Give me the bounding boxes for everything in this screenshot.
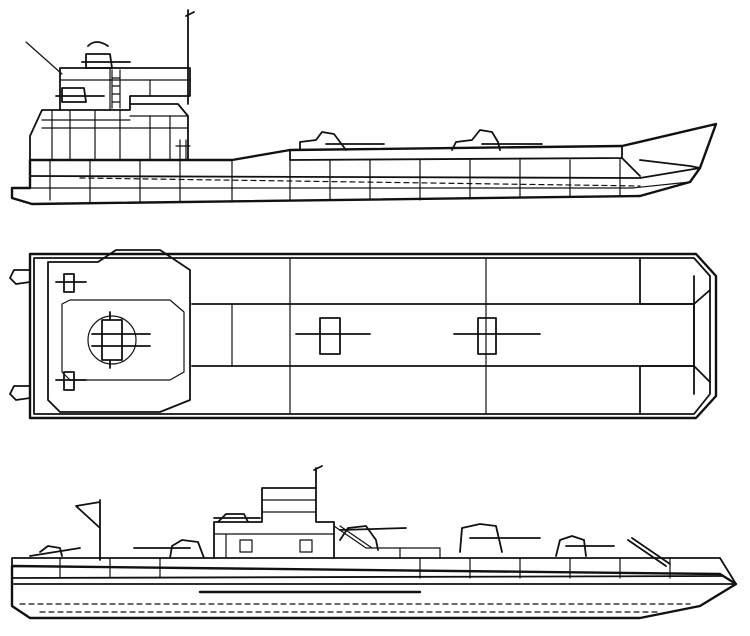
bridge-rails-top xyxy=(51,67,171,161)
stern-projection-upper xyxy=(9,269,31,285)
waterline-top xyxy=(29,181,691,189)
side-elevation-top-view xyxy=(10,9,718,206)
stern-projection-lower xyxy=(9,385,31,401)
deck-gun-fwd-top xyxy=(451,129,543,151)
hull-plan-inner xyxy=(33,257,711,415)
deck-gun-fwd-plan xyxy=(453,317,541,355)
deck-fittings-top xyxy=(175,139,191,161)
deck-line-top xyxy=(29,167,701,179)
hull-plan-outline xyxy=(28,252,718,420)
bow-ramp-top xyxy=(621,157,701,177)
deck-line-bottom xyxy=(11,575,723,579)
bridge-deck-lines-top xyxy=(41,79,191,129)
bulwark-posts-bottom xyxy=(59,557,671,579)
cargo-coaming-top xyxy=(289,145,623,161)
gun-tub-plan xyxy=(87,315,137,365)
plan-frames xyxy=(231,257,487,415)
bow-ramp-arm-bottom xyxy=(627,537,671,567)
superstructure-details-bottom xyxy=(213,499,335,559)
bridge-structure-top xyxy=(29,103,189,161)
superstructure-bottom xyxy=(213,487,335,559)
bridge-gun-upper-top xyxy=(81,41,131,69)
deck-box-bottom xyxy=(399,547,441,559)
bridge-gun-main-plan xyxy=(91,311,151,369)
ladder-top xyxy=(111,69,121,109)
deck-gun-mid-plan xyxy=(295,317,371,355)
bow-ramp-plan xyxy=(639,257,711,415)
antenna-top xyxy=(25,41,63,75)
mast-top xyxy=(185,9,195,105)
flag-mast-bottom xyxy=(75,499,101,561)
keel-dashed-top xyxy=(79,177,641,187)
mast-bottom xyxy=(313,465,323,489)
top-plan-view xyxy=(9,249,718,420)
bulwark-bottom xyxy=(11,557,737,585)
aa-gun-port-plan xyxy=(55,273,87,293)
deck-gun-mid-top xyxy=(299,131,385,151)
deck-gun-mid-bottom xyxy=(339,525,407,551)
stern-gun-bottom xyxy=(29,545,81,557)
deck-gun-fwd-bottom xyxy=(459,523,541,553)
side-elevation-bottom-view xyxy=(10,465,738,620)
deck-gun-aft-bottom xyxy=(133,539,205,559)
hull-frames-top xyxy=(49,157,621,203)
bridge-upper-top xyxy=(59,67,191,111)
bridge-gun-bottom xyxy=(213,513,261,523)
bridge-deck-plan xyxy=(47,249,191,413)
aa-gun-starboard-plan xyxy=(55,371,87,391)
deck-gun-bow-bottom xyxy=(555,535,615,557)
bridge-gun-lower-top xyxy=(55,87,105,103)
